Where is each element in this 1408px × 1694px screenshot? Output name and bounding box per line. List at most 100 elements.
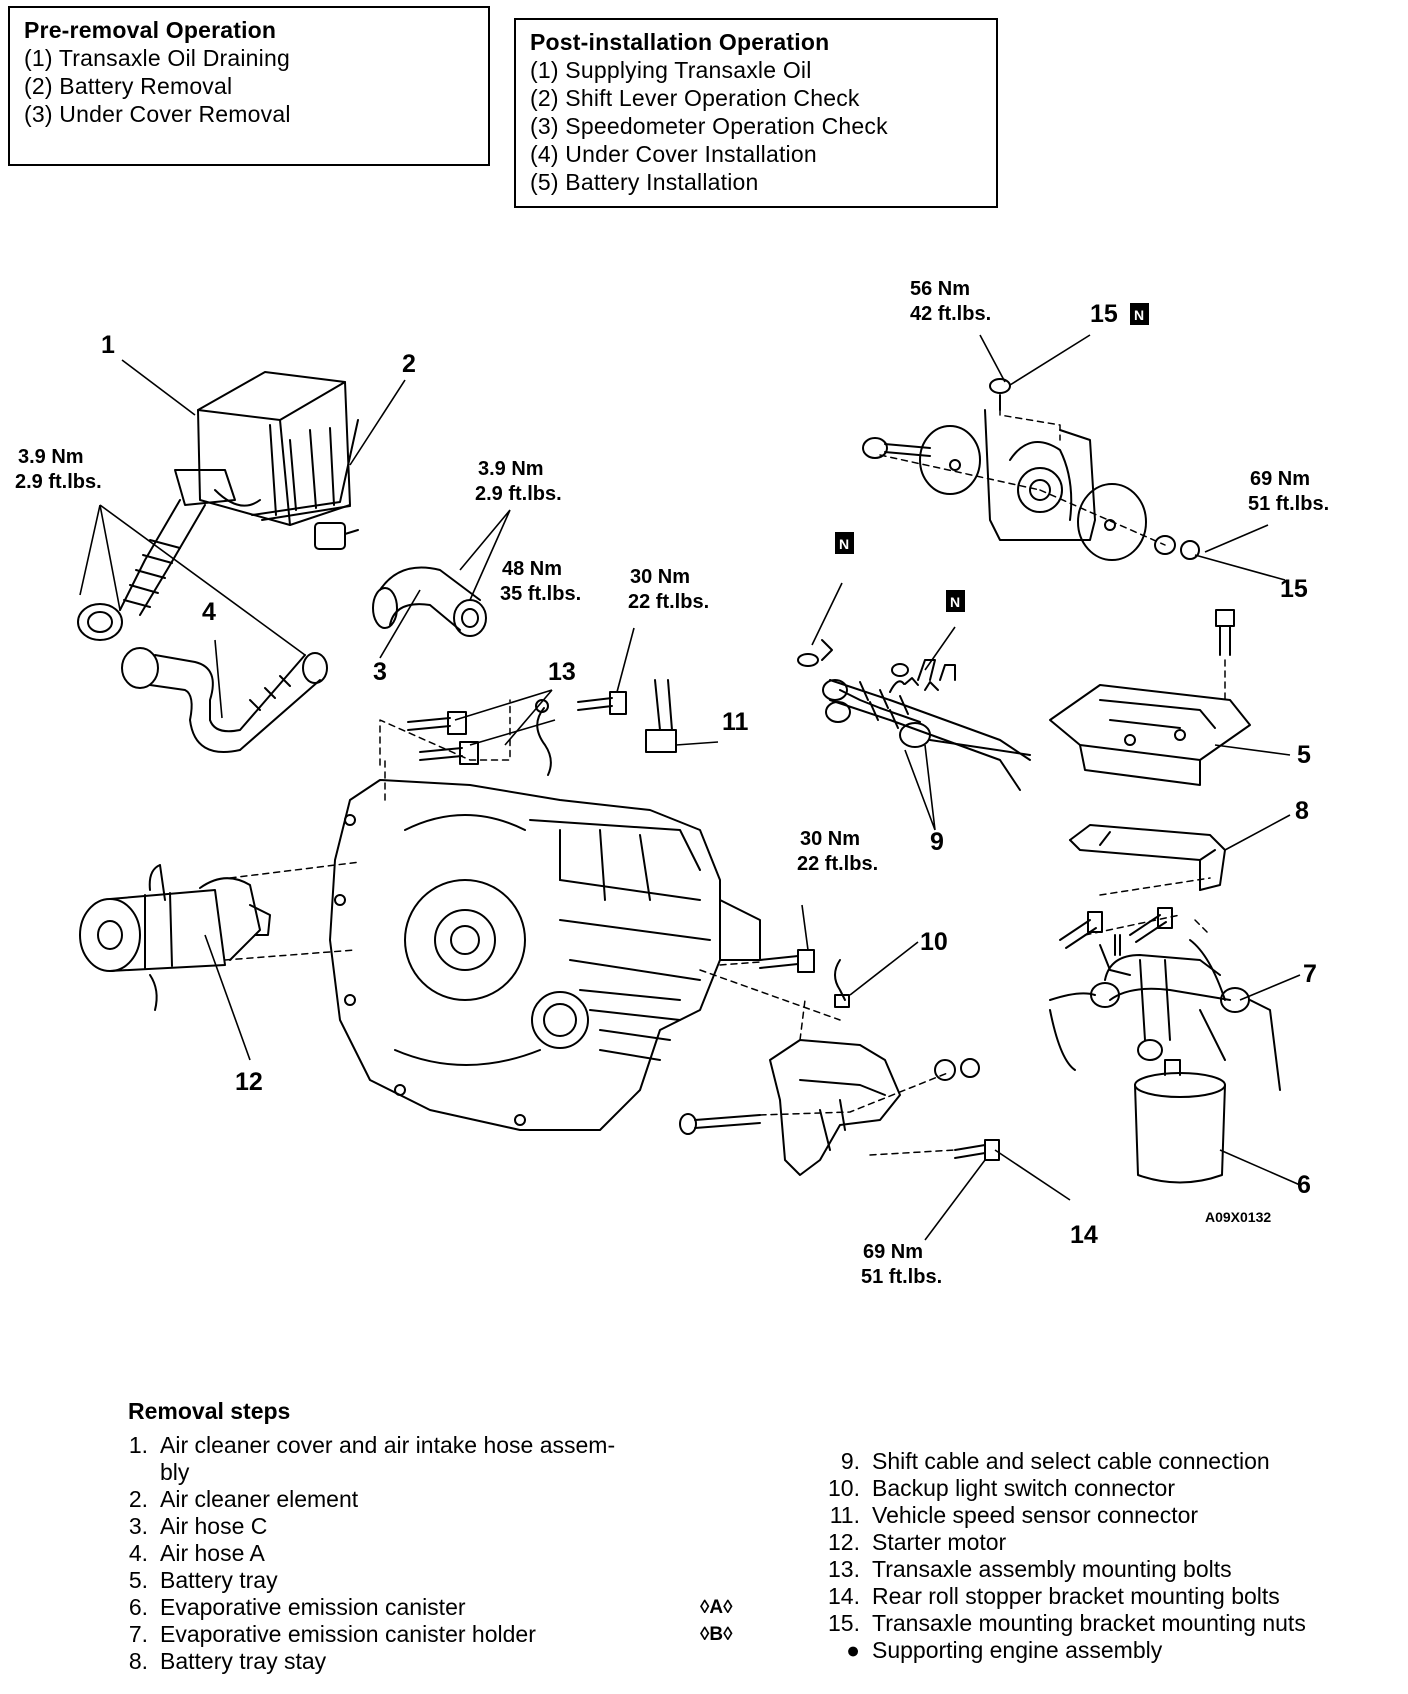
removal-steps-title: Removal steps [128, 1398, 291, 1424]
callout: 15 [1090, 300, 1118, 328]
backup-light-connector [834, 959, 850, 1008]
battery-tray [1049, 609, 1251, 786]
callout: 13 [548, 658, 576, 686]
torque-nm: 56 Nm [910, 278, 970, 300]
starter-motor [79, 864, 271, 1011]
removal-step: 5. Battery tray [120, 1567, 615, 1594]
step-text: Battery tray [160, 1567, 278, 1593]
callout: 10 [920, 928, 948, 956]
removal-step: 12. Starter motor [818, 1529, 1306, 1556]
step-text: Air hose C [160, 1513, 268, 1539]
post-installation-item: (1) Supplying Transaxle Oil [530, 57, 812, 83]
removal-step: 3. Air hose C [120, 1513, 615, 1540]
new-part-marker: N [1130, 303, 1149, 325]
step-text: Starter motor [872, 1529, 1007, 1555]
step-number: 11. [829, 1502, 860, 1528]
post-installation-item: (5) Battery Installation [530, 169, 759, 195]
step-text: Transaxle assembly mounting bolts [872, 1556, 1232, 1582]
removal-step: 13. Transaxle assembly mounting bolts [818, 1556, 1306, 1583]
callout: 9 [930, 828, 944, 856]
exploded-view-diagram: 1 2 3 4 5 6 7 8 9 10 11 12 13 14 15 15 N… [15, 278, 1329, 1288]
torque-nm: 3.9 Nm [478, 458, 544, 480]
pre-removal-item: (1) Transaxle Oil Draining [24, 45, 290, 71]
canister-holder [1049, 907, 1281, 1091]
torque-nm: 48 Nm [502, 558, 562, 580]
evaporative-canister [1134, 1059, 1226, 1184]
removal-steps-right: 9. Shift cable and select cable connectio… [818, 1448, 1306, 1664]
removal-step: 7.Evaporative emission canister holder◊B… [120, 1621, 733, 1648]
air-hose-c [372, 566, 487, 637]
callout: 6 [1297, 1171, 1311, 1199]
new-part-marker: N [835, 532, 854, 554]
figure-code: A09X0132 [1205, 1209, 1271, 1225]
step-number: 12. [828, 1529, 860, 1555]
callout: 7 [1303, 960, 1317, 988]
new-part-marker: N [946, 590, 965, 612]
shift-cables [797, 639, 1031, 791]
intake-hose [77, 469, 261, 641]
step-text: Vehicle speed sensor connector [872, 1502, 1199, 1528]
torque-ftlbs: 2.9 ft.lbs. [475, 483, 562, 505]
torque-ftlbs: 51 ft.lbs. [1248, 493, 1329, 515]
step-text: Shift cable and select cable connection [872, 1448, 1270, 1474]
step-number: 8. [128, 1648, 148, 1674]
callout: 3 [373, 658, 387, 686]
torque-ftlbs: 35 ft.lbs. [500, 583, 581, 605]
callout: 15 [1280, 575, 1308, 603]
step-text: Supporting engine assembly [872, 1637, 1163, 1663]
battery-tray-stay [1069, 824, 1226, 891]
air-cleaner-housing [197, 371, 359, 550]
step-number: 10. [828, 1475, 860, 1501]
step-number: 3. [128, 1513, 148, 1539]
removal-step: 8. Battery tray stay [120, 1648, 615, 1675]
removal-step: 2.Air cleaner element [120, 1486, 615, 1513]
step-number: 13. [828, 1556, 860, 1582]
torque-ftlbs: 2.9 ft.lbs. [15, 471, 102, 493]
pre-removal-box: Pre-removal Operation (1) Transaxle Oil … [8, 6, 490, 166]
callout: 14 [1070, 1221, 1098, 1249]
rear-roll-stopper-bracket [679, 1039, 1000, 1176]
step-bullet: ● [846, 1637, 860, 1663]
post-installation-box: Post-installation Operation (1) Supplyin… [514, 18, 998, 208]
removal-step: 15.Transaxle mounting bracket mounting n… [818, 1610, 1306, 1637]
step-text: Air cleaner element [160, 1486, 359, 1512]
pre-removal-title: Pre-removal Operation [24, 17, 277, 43]
torque-nm: 30 Nm [630, 566, 690, 588]
removal-step: 10.Backup light switch connector [818, 1475, 1306, 1502]
step-number: 1. [128, 1432, 148, 1458]
harness-wire [536, 707, 552, 776]
post-installation-item: (2) Shift Lever Operation Check [530, 85, 860, 111]
new-part-marker-label: N [950, 594, 960, 610]
transaxle-mount-bracket [862, 378, 1200, 561]
new-part-marker-label: N [839, 536, 849, 552]
step-number: 6. [128, 1594, 148, 1620]
step-text: Battery tray stay [160, 1648, 327, 1674]
pre-removal-item: (3) Under Cover Removal [24, 101, 291, 127]
procedure-tag: ◊B◊ [700, 1624, 733, 1645]
removal-step: bly [120, 1459, 615, 1486]
transaxle-case [329, 779, 761, 1131]
callout: 2 [402, 350, 416, 378]
removal-step: 14.Rear roll stopper bracket mounting bo… [818, 1583, 1306, 1610]
removal-step: ● Supporting engine assembly [818, 1637, 1306, 1664]
callout: 4 [202, 598, 216, 626]
torque-nm: 3.9 Nm [18, 446, 84, 468]
clip [939, 664, 956, 681]
pre-removal-item: (2) Battery Removal [24, 73, 233, 99]
procedure-tag: ◊A◊ [700, 1597, 733, 1618]
callout: 8 [1295, 797, 1309, 825]
torque-ftlbs: 51 ft.lbs. [861, 1266, 942, 1288]
callout: 1 [101, 331, 115, 359]
step-text: Evaporative emission canister holder [160, 1621, 536, 1647]
bolt-30nm-lower [759, 949, 815, 973]
new-part-marker-label: N [1134, 307, 1144, 323]
torque-nm: 69 Nm [1250, 468, 1310, 490]
callout: 5 [1297, 741, 1311, 769]
step-number: 9. [840, 1448, 860, 1474]
step-number: 5. [128, 1567, 148, 1593]
bolt-30nm [577, 691, 627, 715]
removal-step: 11. Vehicle speed sensor connector [818, 1502, 1306, 1529]
clip [917, 659, 936, 681]
step-number: 14. [828, 1583, 860, 1609]
torque-ftlbs: 22 ft.lbs. [797, 853, 878, 875]
